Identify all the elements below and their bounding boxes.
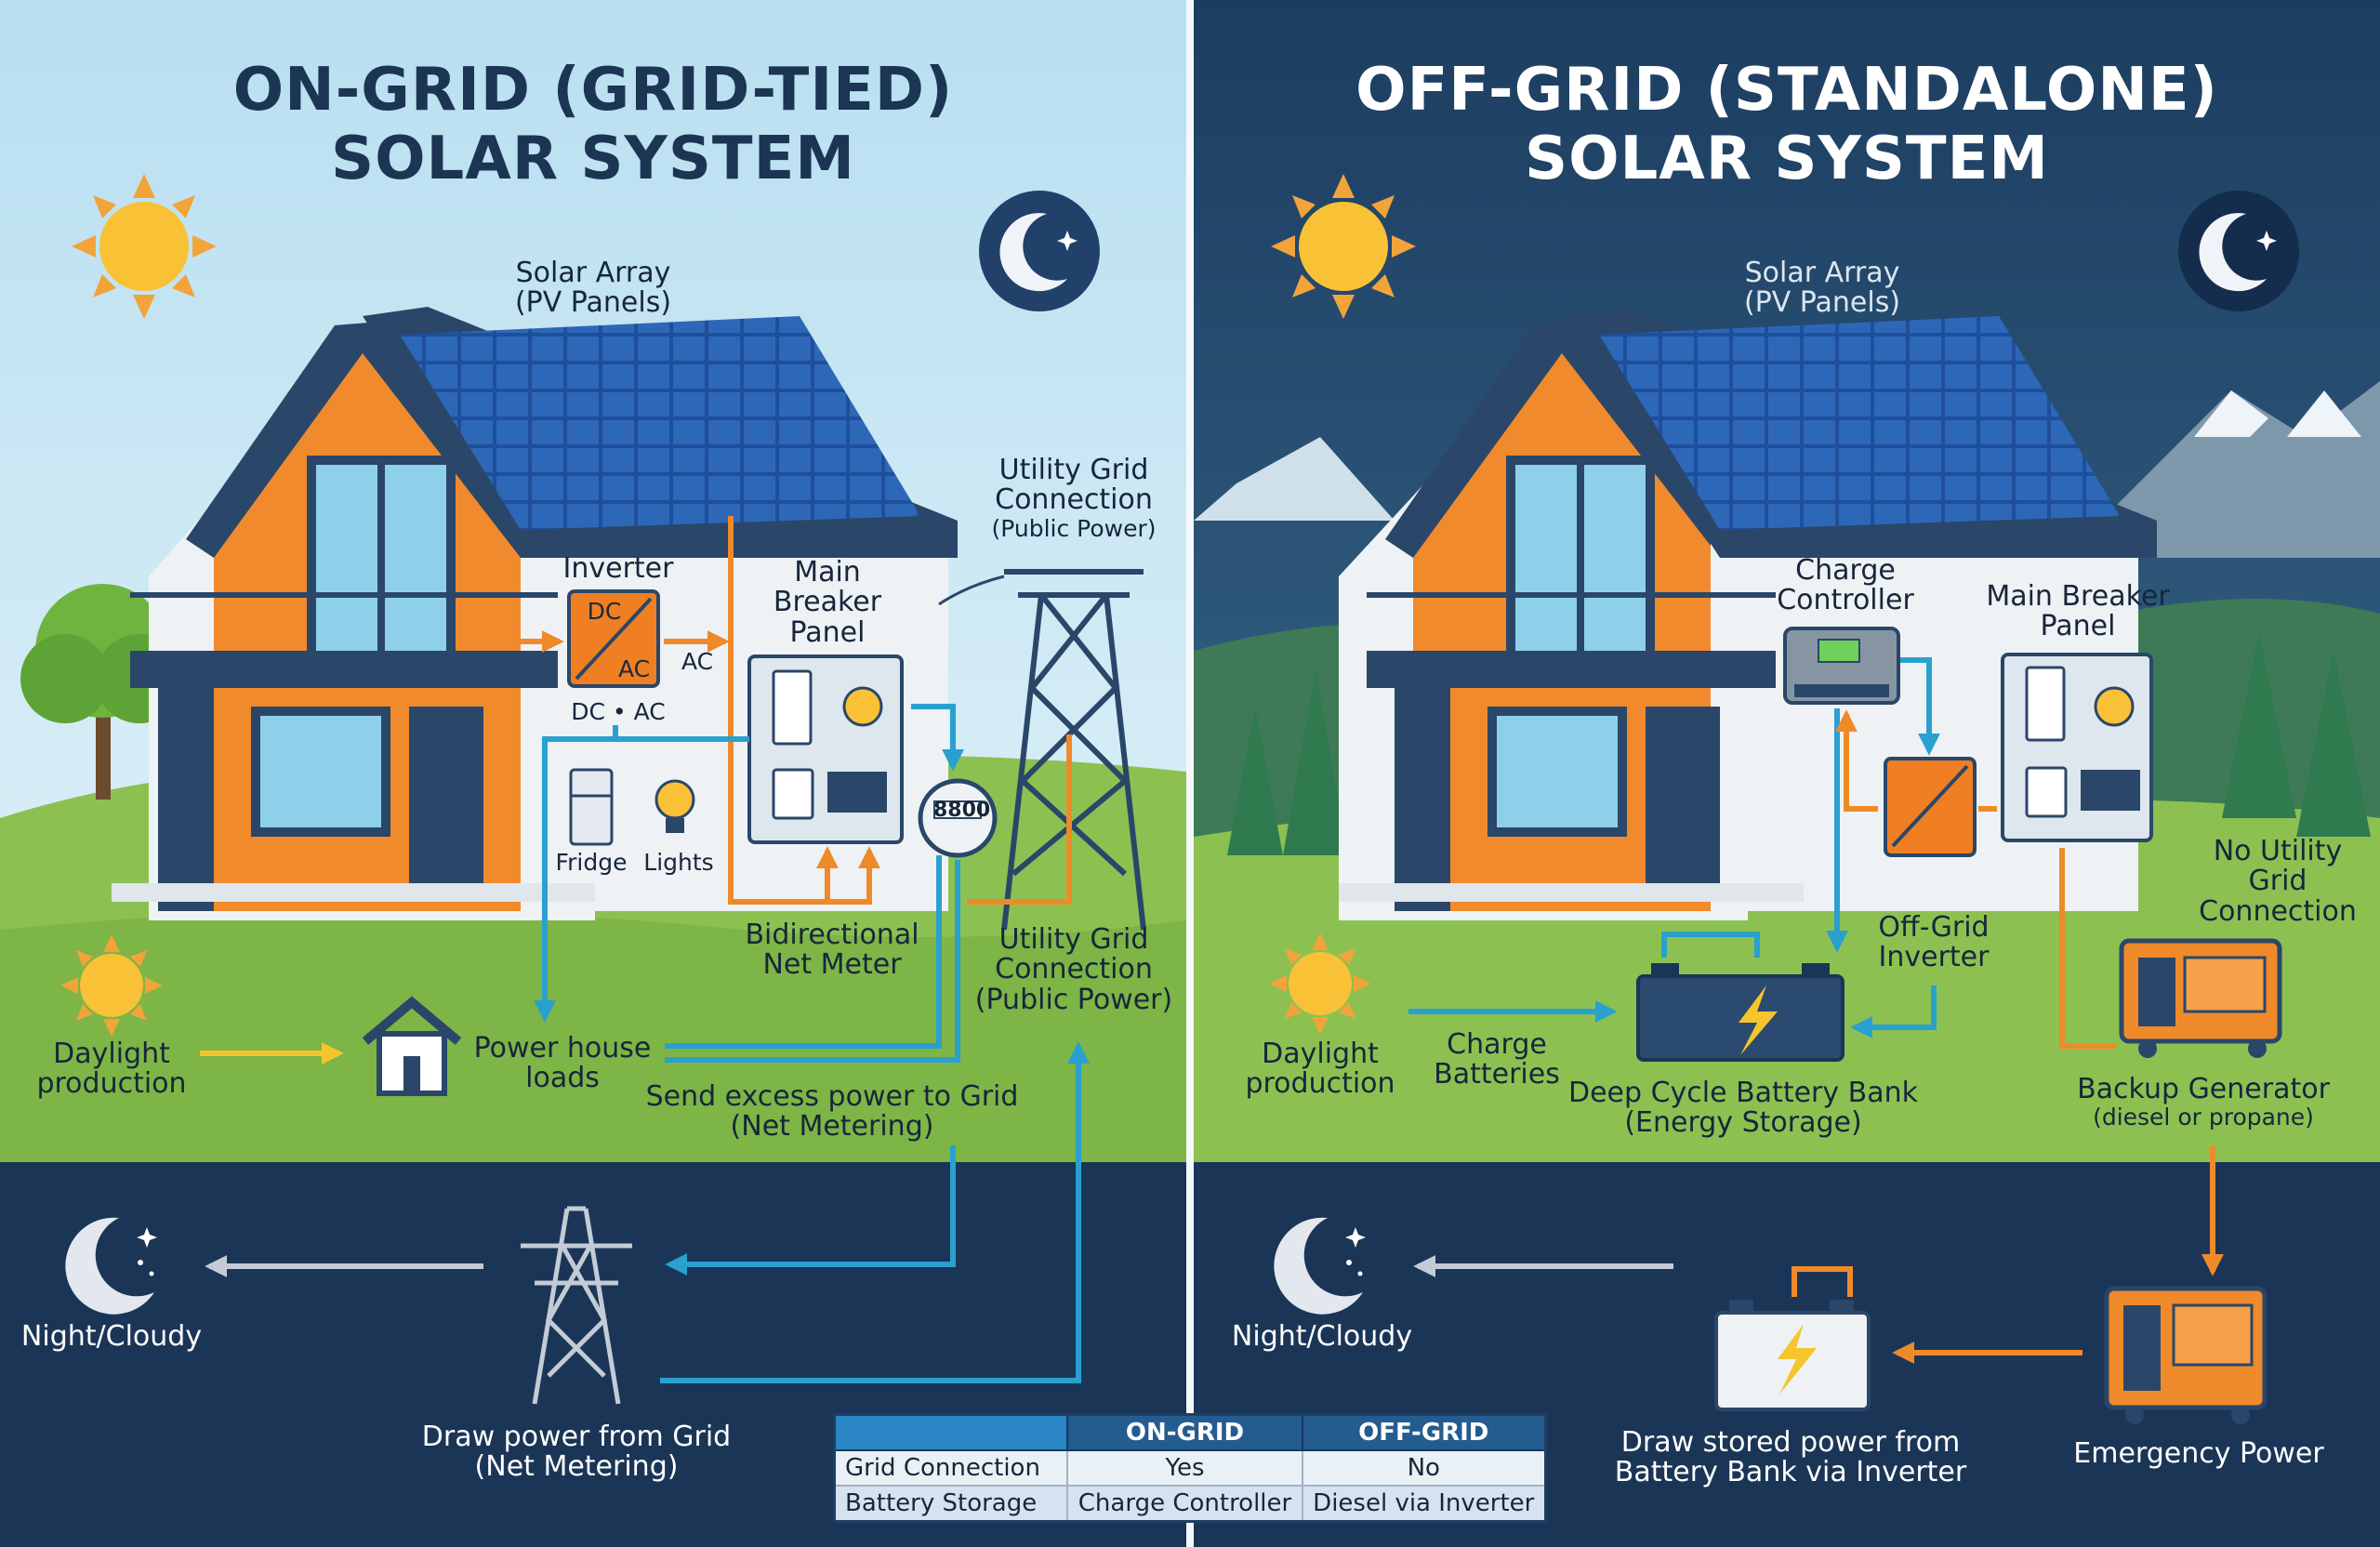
mountain — [1194, 437, 1395, 521]
table-header-cell: ON-GRID — [1066, 1413, 1303, 1451]
charge-controller-icon — [1783, 627, 1900, 705]
table-header-row: ON-GRID OFF-GRID — [833, 1413, 1547, 1451]
main-breaker-label: Main Breaker Panel — [773, 556, 882, 649]
sun-icon — [72, 174, 217, 319]
table-cell: Yes — [1066, 1449, 1303, 1487]
main-breaker-panel-icon — [747, 654, 904, 844]
table-header-cell — [833, 1413, 1069, 1451]
utility-grid-top-label: Utility Grid Connection (Public Power) — [991, 454, 1157, 542]
net-meter-label: Bidirectional Net Meter — [745, 919, 919, 982]
off-grid-inverter-label: Off-Grid Inverter — [1878, 911, 1990, 974]
off-grid-solar-array-label: Solar Array (PV Panels) — [1743, 257, 1901, 320]
charge-batteries-label: Charge Batteries — [1434, 1028, 1560, 1091]
table-header-cell: OFF-GRID — [1301, 1413, 1547, 1451]
lights-label: Lights — [643, 849, 714, 876]
ac-label: AC — [681, 648, 714, 675]
daylight-sun-icon — [60, 934, 163, 1037]
net-meter-icon — [918, 778, 998, 858]
daylight-sun-icon — [1269, 932, 1371, 1035]
battery-bank-label: Deep Cycle Battery Bank (Energy Storage) — [1567, 1077, 1919, 1140]
on-grid-house — [112, 307, 958, 920]
on-grid-title: ON-GRID (GRID-TIED) SOLAR SYSTEM — [0, 56, 1186, 193]
dc-ac-label: DC • AC — [571, 698, 666, 725]
off-grid-flow-arrows — [1408, 657, 2224, 1364]
off-grid-house — [1339, 307, 2157, 920]
inverter-label: Inverter — [562, 552, 674, 585]
on-grid-title-line1: ON-GRID (GRID-TIED) — [232, 56, 954, 125]
table-cell: No — [1301, 1449, 1547, 1487]
draw-grid-label: Draw power from Grid (Net Metering) — [421, 1421, 732, 1484]
night-transmission-tower-icon — [521, 1206, 632, 1405]
power-loads-label: Power house loads — [473, 1032, 652, 1095]
off-grid-title-line2: SOLAR SYSTEM — [1525, 125, 2049, 194]
utility-grid-bottom-label: Utility Grid Connection (Public Power) — [974, 923, 1173, 1016]
home-icon — [362, 996, 462, 1096]
off-grid-night-label: Night/Cloudy — [1231, 1320, 1413, 1353]
light-bulb-icon — [654, 779, 695, 833]
mountain — [2101, 381, 2380, 558]
panel-divider — [1186, 0, 1194, 1547]
table-cell: Grid Connection — [833, 1449, 1069, 1487]
emergency-power-label: Emergency Power — [2073, 1437, 2324, 1470]
meter-reading: 8800 — [933, 799, 991, 822]
main-breaker-panel-icon — [2001, 653, 2153, 842]
fridge-icon — [569, 768, 614, 846]
emergency-generator-icon — [2104, 1286, 2268, 1424]
moon-icon — [2178, 191, 2299, 311]
table-cell: Diesel via Inverter — [1301, 1485, 1547, 1523]
pine-trees — [1227, 632, 2371, 855]
backup-generator-label: Backup Generator (diesel or propane) — [2077, 1073, 2330, 1131]
table-row: Grid Connection Yes No — [833, 1449, 1547, 1487]
inverter-ac-label: AC — [617, 655, 651, 682]
comparison-table: ON-GRID OFF-GRID Grid Connection Yes No … — [833, 1413, 1547, 1523]
off-grid-solar-panels — [1599, 316, 2120, 530]
off-grid-title-line1: OFF-GRID (STANDALONE) — [1355, 56, 2218, 125]
fridge-label: Fridge — [555, 849, 628, 876]
table-cell: Charge Controller — [1066, 1485, 1303, 1523]
sun-icon — [1271, 174, 1416, 319]
night-moon-icon — [1274, 1217, 1366, 1315]
on-grid-solar-panels — [400, 316, 920, 530]
inverter-icon — [567, 589, 660, 688]
on-grid-night-label: Night/Cloudy — [20, 1320, 203, 1353]
on-grid-flow-arrows — [200, 516, 1090, 1383]
table-row: Battery Storage Charge Controller Diesel… — [833, 1485, 1547, 1523]
send-excess-label: Send excess power to Grid (Net Metering) — [645, 1080, 1019, 1144]
on-grid-solar-array-label: Solar Array (PV Panels) — [514, 257, 672, 320]
on-grid-title-line2: SOLAR SYSTEM — [331, 125, 855, 194]
night-battery-icon — [1714, 1300, 1871, 1411]
backup-generator-icon — [2119, 938, 2282, 1058]
night-moon-icon — [65, 1217, 157, 1315]
on-grid-daylight-label: Daylight production — [36, 1038, 187, 1101]
off-grid-daylight-label: Daylight production — [1245, 1038, 1395, 1101]
charge-controller-label: Charge Controller — [1777, 554, 1914, 617]
off-grid-inverter-icon — [1884, 757, 1977, 857]
moon-icon — [979, 191, 1100, 311]
table-cell: Battery Storage — [833, 1485, 1069, 1523]
no-utility-grid-label: No Utility Grid Connection — [2199, 835, 2357, 928]
off-grid-title: OFF-GRID (STANDALONE) SOLAR SYSTEM — [1194, 56, 2380, 193]
inverter-dc-label: DC — [587, 598, 622, 625]
off-grid-main-breaker-label: Main Breaker Panel — [1986, 580, 2170, 643]
draw-stored-label: Draw stored power from Battery Bank via … — [1614, 1426, 1967, 1489]
battery-bank-icon — [1636, 963, 1844, 1062]
